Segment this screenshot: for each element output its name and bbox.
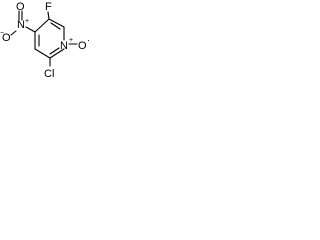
bond-c5-fluorine (47, 11, 50, 20)
ring-bond-c5-c6 (48, 18, 65, 28)
ring-nitrogen-label: N (60, 40, 68, 52)
ring-bond-n1-c2 (49, 48, 65, 59)
bond-c4-nitro (25, 26, 36, 33)
ring-bond-c4-c5 (34, 18, 50, 33)
ring-bond-c2-c3 (34, 48, 51, 59)
nitro-oxygen-2-charge: − (0, 30, 4, 37)
ring-nitrogen-charge: + (69, 37, 73, 44)
nitro-nitrogen-label: N (17, 19, 25, 31)
n-oxide-oxygen-label: O (78, 40, 87, 52)
double-bond-inner-c5-c6 (50, 22, 61, 30)
fluorine-label: F (45, 1, 52, 13)
nitro-oxygen-1-label: O (16, 1, 25, 13)
bond-nitro-oxygen-2 (10, 30, 17, 36)
nitro-oxygen-2-label: O (2, 32, 11, 44)
chlorine-label: Cl (44, 68, 54, 80)
nitro-nitrogen-charge: + (25, 18, 29, 25)
double-bond-inner-n1-c2 (49, 47, 60, 55)
n-oxide-radical-dot: · (87, 35, 90, 45)
chemical-structure-diagram: F N + O O − N + O · Cl (0, 1, 90, 80)
